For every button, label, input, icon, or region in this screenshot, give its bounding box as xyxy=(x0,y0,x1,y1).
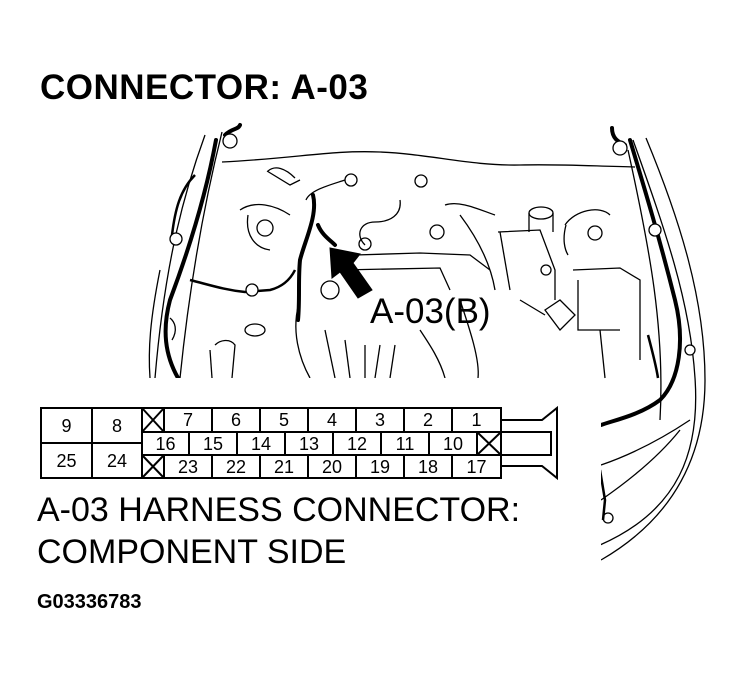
pin-24: 24 xyxy=(106,450,128,471)
pin-23: 23 xyxy=(177,456,199,477)
figure-id: G03336783 xyxy=(37,591,142,613)
pin-20: 20 xyxy=(321,456,343,477)
pin-1: 1 xyxy=(471,410,482,430)
pin-17: 17 xyxy=(466,456,487,477)
pin-5: 5 xyxy=(278,410,289,430)
pin-12: 12 xyxy=(346,433,368,454)
pin-18: 18 xyxy=(417,456,439,477)
caption-line-2: COMPONENT SIDE xyxy=(37,533,347,571)
pin-22: 22 xyxy=(225,456,247,477)
pin-10: 10 xyxy=(442,433,464,454)
pin-25: 25 xyxy=(56,450,77,471)
pointer-arrow xyxy=(329,247,373,299)
pin-3: 3 xyxy=(374,410,385,430)
pin-13: 13 xyxy=(298,433,320,454)
pin-4: 4 xyxy=(326,410,337,430)
pin-16: 16 xyxy=(155,433,176,454)
pin-11: 11 xyxy=(395,433,415,454)
page-title: CONNECTOR: A-03 xyxy=(40,68,369,107)
pin-9: 9 xyxy=(61,415,72,436)
pin-19: 19 xyxy=(369,456,391,477)
pin-6: 6 xyxy=(230,410,241,430)
pin-2: 2 xyxy=(422,410,433,430)
connector-callout-label: A-03(B) xyxy=(370,292,491,331)
pin-14: 14 xyxy=(250,433,272,454)
pin-8: 8 xyxy=(111,415,122,436)
caption-line-1: A-03 HARNESS CONNECTOR: xyxy=(37,491,521,529)
pin-21: 21 xyxy=(273,456,295,477)
pin-15: 15 xyxy=(202,433,224,454)
pin-7: 7 xyxy=(182,410,193,430)
